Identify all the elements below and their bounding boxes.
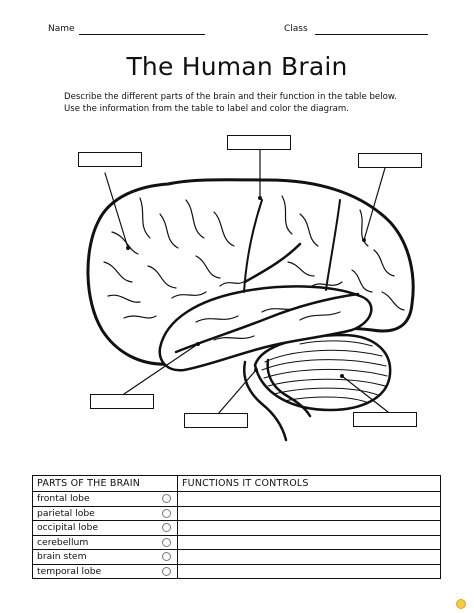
label-box-6[interactable] — [353, 412, 417, 427]
instructions: Describe the different parts of the brai… — [64, 91, 444, 115]
table-row: cerebellum — [32, 534, 441, 550]
function-cell[interactable] — [177, 505, 441, 521]
color-key-circle[interactable] — [162, 552, 171, 561]
part-name: parietal lobe — [37, 507, 95, 519]
part-name: frontal lobe — [37, 493, 90, 505]
part-cell: cerebellum — [32, 534, 178, 550]
color-key-circle[interactable] — [162, 508, 171, 518]
label-box-2[interactable] — [227, 135, 291, 150]
instructions-line-2: Use the information from the table to la… — [64, 104, 349, 114]
page-title: The Human Brain — [126, 52, 348, 81]
temporal-lobe-outline — [158, 285, 373, 372]
header-functions: FUNCTIONS IT CONTROLS — [177, 475, 441, 492]
name-label: Name — [48, 24, 75, 34]
table-row: temporal lobe — [32, 563, 441, 579]
part-cell: parietal lobe — [32, 505, 178, 521]
function-cell[interactable] — [177, 563, 441, 579]
part-cell: occipital lobe — [32, 520, 178, 536]
color-key-circle[interactable] — [162, 537, 171, 547]
part-cell: frontal lobe — [32, 491, 178, 507]
table-row: parietal lobe — [32, 505, 441, 521]
label-box-1[interactable] — [78, 152, 142, 167]
part-name: occipital lobe — [37, 522, 99, 534]
header-parts: PARTS OF THE BRAIN — [32, 475, 178, 492]
label-box-5[interactable] — [184, 413, 248, 428]
color-key-circle[interactable] — [162, 523, 171, 532]
label-box-3[interactable] — [358, 153, 422, 168]
name-field[interactable] — [79, 34, 205, 35]
brain-parts-table: PARTS OF THE BRAIN FUNCTIONS IT CONTROLS… — [32, 475, 441, 579]
brand-logo-icon — [456, 599, 466, 609]
table-row: occipital lobe — [32, 520, 441, 536]
label-box-4[interactable] — [90, 394, 154, 409]
table-row: brain stem — [32, 549, 441, 565]
part-cell: brain stem — [32, 549, 178, 565]
part-cell: temporal lobe — [32, 563, 178, 579]
function-cell[interactable] — [177, 491, 441, 507]
leader-lines — [104, 149, 389, 415]
cerebellum-drawing — [253, 333, 392, 412]
instructions-line-1: Describe the different parts of the brai… — [64, 92, 397, 102]
part-name: cerebellum — [37, 536, 89, 548]
function-cell[interactable] — [177, 520, 441, 536]
function-cell[interactable] — [177, 534, 441, 550]
part-name: temporal lobe — [37, 565, 102, 577]
table-header-row: PARTS OF THE BRAIN FUNCTIONS IT CONTROLS — [32, 475, 441, 492]
table-row: frontal lobe — [32, 491, 441, 507]
class-label: Class — [284, 24, 308, 34]
color-key-circle[interactable] — [162, 566, 171, 576]
brain-stem-drawing — [243, 358, 312, 442]
color-key-circle[interactable] — [162, 494, 171, 503]
class-field[interactable] — [315, 34, 428, 35]
function-cell[interactable] — [177, 549, 441, 565]
part-name: brain stem — [37, 551, 87, 563]
